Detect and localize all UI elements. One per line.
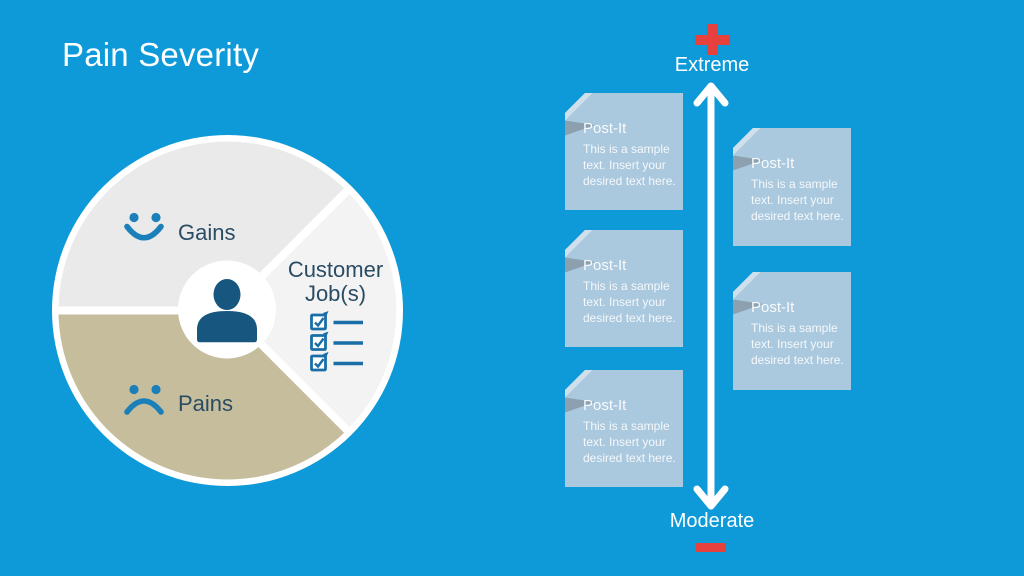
checklist-row-3 [310, 352, 363, 372]
checklist-row-1 [310, 311, 363, 331]
customer-jobs-label-line1: Customer [288, 257, 383, 282]
plus-icon [695, 24, 730, 55]
folded-corner-icon [565, 93, 595, 136]
checklist-icon [310, 311, 363, 372]
post-it-body: This is a sample text. Insert your desir… [583, 279, 676, 325]
post-it-body: This is a sample text. Insert your desir… [583, 419, 676, 465]
person-icon [196, 279, 257, 343]
gains-segment [58, 141, 347, 311]
post-it-title: Post-It [583, 257, 627, 274]
folded-corner-icon [733, 272, 763, 315]
post-it-body: This is a sample text. Insert your desir… [751, 321, 844, 367]
pains-segment [58, 310, 347, 480]
post-it-title: Post-It [751, 155, 795, 172]
post-it-note-4: Post-It This is a sample text. Insert yo… [733, 128, 851, 246]
customer-jobs-label-line2: Job(s) [305, 281, 366, 306]
post-it-title: Post-It [751, 299, 795, 316]
post-it-body: This is a sample text. Insert your desir… [751, 177, 844, 223]
folded-corner-icon [565, 370, 595, 413]
folded-corner-icon [733, 128, 763, 171]
severity-axis-arrow-icon [693, 82, 729, 510]
pains-label: Pains [178, 391, 233, 416]
minus-icon [696, 543, 726, 552]
post-it-body: This is a sample text. Insert your desir… [583, 142, 676, 188]
post-it-note-2: Post-It This is a sample text. Insert yo… [565, 230, 683, 347]
axis-bottom-label: Moderate [669, 510, 755, 532]
customer-value-map-diagram: Gains Pains Customer Job(s) [52, 135, 403, 486]
post-it-note-5: Post-It This is a sample text. Insert yo… [733, 272, 851, 390]
customer-jobs-segment [227, 191, 397, 430]
smiley-face-icon [124, 212, 164, 241]
post-it-title: Post-It [583, 397, 627, 414]
post-it-note-3: Post-It This is a sample text. Insert yo… [565, 370, 683, 487]
checklist-row-2 [310, 331, 363, 351]
sad-face-icon [124, 384, 164, 415]
slide-title: Pain Severity [62, 36, 260, 73]
post-it-note-1: Post-It This is a sample text. Insert yo… [565, 93, 683, 210]
gains-label: Gains [178, 220, 235, 245]
post-it-title: Post-It [583, 120, 627, 137]
folded-corner-icon [565, 230, 595, 273]
axis-top-label: Extreme [674, 54, 750, 76]
